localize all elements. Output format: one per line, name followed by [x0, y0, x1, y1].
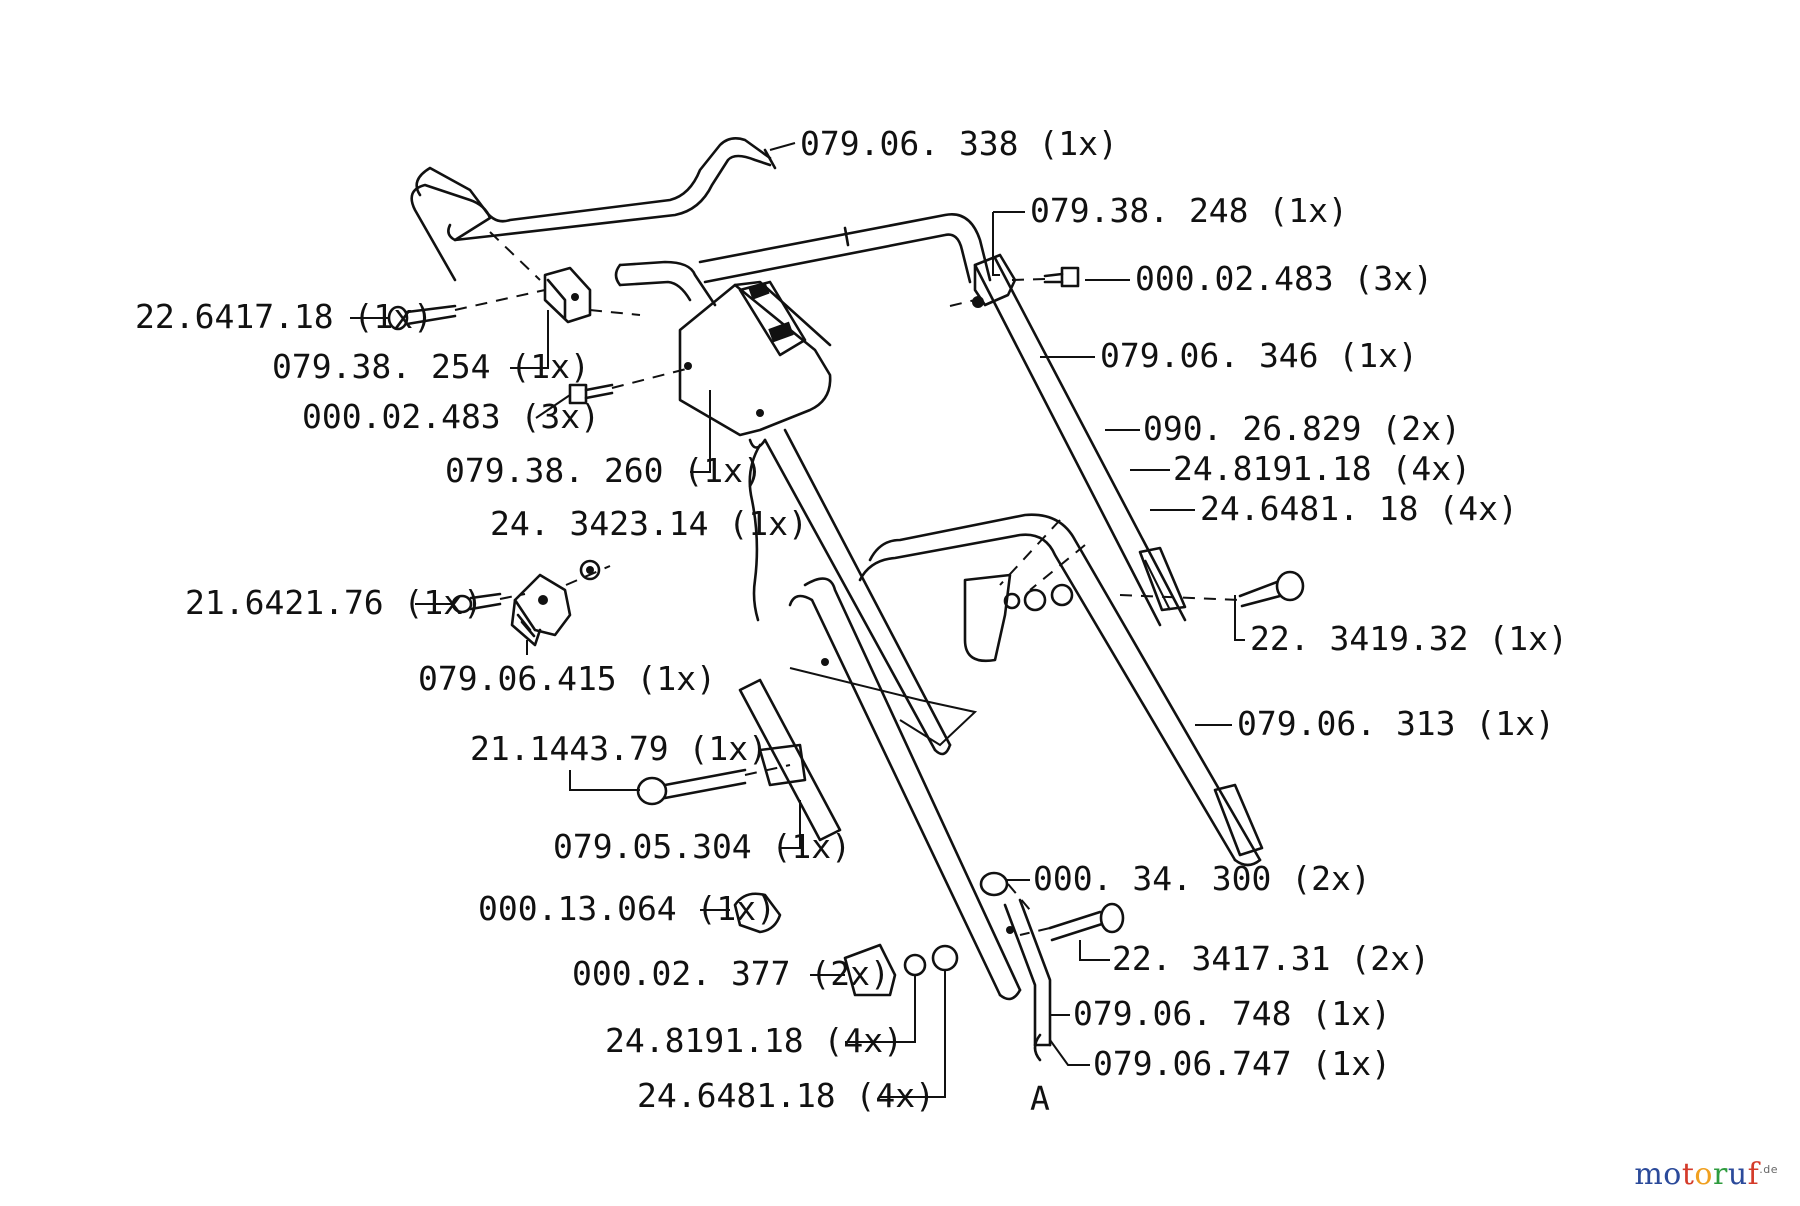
- label-22-3417-31: 22. 3417.31 (2x): [1112, 939, 1430, 978]
- label-000-02-377: 000.02. 377 (2x): [572, 954, 890, 993]
- label-22-6417-18: 22.6417.18 (1x): [135, 297, 433, 336]
- label-24-3423-14: 24. 3423.14 (1x): [490, 504, 808, 543]
- label-079-06-748: 079.06. 748 (1x): [1073, 994, 1391, 1033]
- watermark-letter: f: [1747, 1157, 1760, 1192]
- label-24-8191-18-right: 24.8191.18 (4x): [1173, 449, 1471, 488]
- label-079-06-346: 079.06. 346 (1x): [1100, 336, 1418, 375]
- label-21-6421-76: 21.6421.76 (1x): [185, 583, 483, 622]
- watermark-letter: o: [1663, 1157, 1682, 1192]
- bar-clip-drawing: [543, 266, 592, 324]
- label-detail-a: A: [1030, 1079, 1050, 1118]
- label-079-06-338: 079.06. 338 (1x): [800, 124, 1118, 163]
- cable-drawing: [748, 443, 762, 622]
- watermark-letter: r: [1712, 1157, 1728, 1192]
- clamp-drawing: [510, 573, 572, 647]
- label-000-13-064: 000.13.064 (1x): [478, 889, 776, 928]
- watermark-letter: m: [1634, 1157, 1664, 1192]
- leader-lines: [350, 142, 1245, 1098]
- right-clip-drawing: [972, 253, 1017, 308]
- right-upper-tube-drawing: [973, 256, 1187, 627]
- label-079-38-248: 079.38. 248 (1x): [1030, 191, 1348, 230]
- watermark-letter: u: [1727, 1157, 1748, 1192]
- lower-left-tube-drawing: [788, 577, 1022, 1001]
- label-24-6481-18-right: 24.6481. 18 (4x): [1200, 489, 1518, 528]
- lower-u-handle-drawing: [858, 513, 1264, 867]
- label-079-38-254: 079.38. 254 (1x): [272, 347, 590, 386]
- label-079-06-747: 079.06.747 (1x): [1093, 1044, 1391, 1083]
- label-000-34-300: 000. 34. 300 (2x): [1033, 859, 1371, 898]
- assembly-lines: [454, 231, 1241, 936]
- guide-plate-drawing: [789, 667, 978, 747]
- label-24-6481-18-left: 24.6481.18 (4x): [637, 1076, 935, 1115]
- left-main-tube-drawing: [763, 428, 952, 756]
- lower-bracket-drawing: [1003, 898, 1052, 1062]
- label-24-8191-18-left: 24.8191.18 (4x): [605, 1021, 903, 1060]
- part-labels: 079.06. 338 (1x) 079.38. 248 (1x) 000.02…: [135, 124, 1568, 1118]
- watermark-letter: t: [1681, 1157, 1695, 1192]
- label-22-3419-32: 22. 3419.32 (1x): [1250, 619, 1568, 658]
- label-079-06-313: 079.06. 313 (1x): [1237, 704, 1555, 743]
- label-079-38-260: 079.38. 260 (1x): [445, 451, 763, 490]
- hardware-drawing: [387, 266, 1305, 997]
- motoruf-watermark: motoruf.de: [1634, 1157, 1778, 1192]
- switch-box-drawing: [678, 280, 832, 449]
- label-079-06-415: 079.06.415 (1x): [418, 659, 716, 698]
- label-21-1443-79: 21.1443.79 (1x): [470, 729, 768, 768]
- label-079-05-304: 079.05.304 (1x): [553, 827, 851, 866]
- watermark-letter: o: [1694, 1157, 1713, 1192]
- label-000-02-483-left: 000.02.483 (3x): [302, 397, 600, 436]
- label-000-02-483-right: 000.02.483 (3x): [1135, 259, 1433, 298]
- upper-handle-drawing: [614, 213, 992, 307]
- label-090-26-829: 090. 26.829 (2x): [1143, 409, 1461, 448]
- control-bar-drawing: [410, 137, 777, 282]
- watermark-suffix: .de: [1759, 1163, 1778, 1176]
